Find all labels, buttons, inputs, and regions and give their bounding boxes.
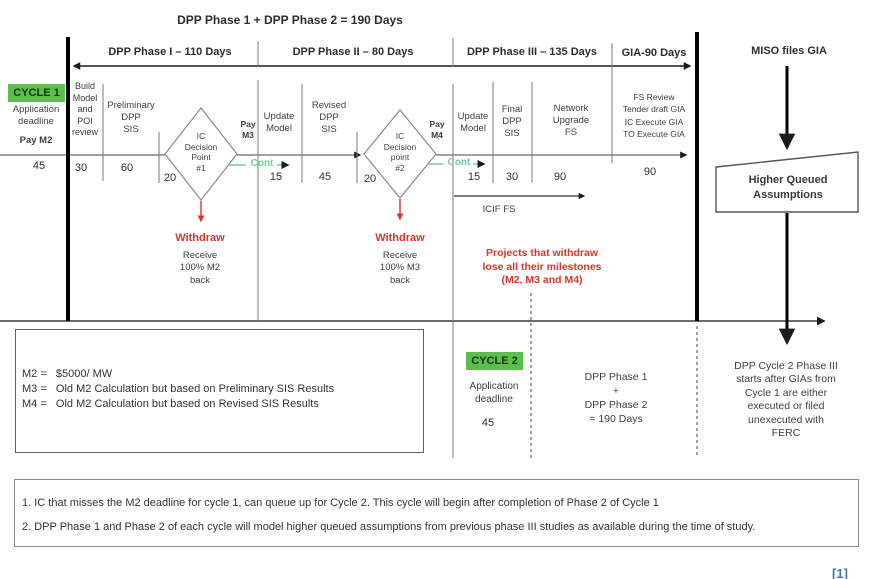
days-revised: 45: [318, 171, 332, 183]
days-dp1: 20: [163, 172, 177, 184]
withdraw-label-1: Withdraw: [175, 232, 225, 244]
pay-m4-label: Pay M4: [429, 119, 445, 140]
higher-queued-assumptions-label: Higher Queued Assumptions: [748, 174, 828, 202]
days-update2: 15: [269, 171, 283, 183]
days-update3: 15: [467, 171, 481, 183]
cycle1-pay-m2: Pay M2: [19, 135, 53, 146]
cycle1-days-45: 45: [32, 160, 46, 172]
cycle2-days-45: 45: [481, 417, 495, 429]
decision-diamond-1: [164, 107, 238, 201]
days-final: 30: [505, 171, 519, 183]
decision-point-2-label: IC Decision point #2: [383, 131, 417, 173]
cycle1-application-deadline: Application deadline: [12, 104, 60, 128]
footnote-1: 1. IC that misses the M2 deadline for cy…: [22, 497, 659, 509]
cycle2-duration-label: DPP Phase 1 + DPP Phase 2 = 190 Days: [584, 371, 648, 425]
stage-final-sis: Final DPP SIS: [501, 104, 523, 140]
gia-header: GIA-90 Days: [621, 47, 687, 59]
stage-update-model-3: Update Model: [457, 111, 489, 135]
days-prelim: 60: [120, 162, 134, 174]
diagram-title: DPP Phase 1 + DPP Phase 2 = 190 Days: [177, 13, 403, 27]
phase2-header: DPP Phase II – 80 Days: [292, 46, 414, 58]
milestone-m2: M2 = $5000/ MW: [22, 368, 113, 380]
withdraw-label-2: Withdraw: [375, 232, 425, 244]
miso-files-gia-label: MISO files GIA: [751, 45, 827, 57]
higher-queued-box: [715, 151, 859, 213]
withdraw-body-1: Receive 100% M2 back: [179, 250, 221, 286]
cycle2-phase3-note: DPP Cycle 2 Phase III starts after GIAs …: [734, 360, 838, 440]
days-network: 90: [553, 171, 567, 183]
milestone-m4: M4 = Old M2 Calculation but based on Rev…: [22, 398, 319, 410]
cycle2-badge: CYCLE 2: [466, 352, 523, 370]
cont-label-2: Cont: [447, 157, 471, 168]
cycle1-badge: CYCLE 1: [8, 84, 65, 102]
stage-preliminary-sis: Preliminary DPP SIS: [107, 100, 155, 136]
withdraw-milestones-note: Projects that withdraw lose all their mi…: [482, 247, 602, 287]
days-build: 30: [74, 162, 88, 174]
phase1-header: DPP Phase I – 110 Days: [108, 46, 232, 58]
milestone-m3: M3 = Old M2 Calculation but based on Pre…: [22, 383, 335, 395]
phase3-header: DPP Phase III – 135 Days: [466, 46, 598, 58]
footnotes-box: [14, 479, 859, 547]
stage-update-model-2: Update Model: [263, 111, 295, 135]
stage-revised-sis: Revised DPP SIS: [311, 100, 347, 136]
withdraw-body-2: Receive 100% M3 back: [379, 250, 421, 286]
decision-point-1-label: IC Decision Point #1: [184, 131, 218, 173]
days-gia: 90: [643, 166, 657, 178]
icif-fs-label: ICIF FS: [482, 204, 516, 215]
pay-m3-label: Pay M3: [240, 119, 256, 140]
cont-label-1: Cont: [250, 158, 274, 169]
cycle2-application-deadline: Application deadline: [469, 381, 519, 405]
stage-gia-steps: FS Review Tender draft GIA IC Execute GI…: [622, 92, 686, 139]
milestone-definitions-box: [15, 329, 424, 453]
stage-network-upgrade: Network Upgrade FS: [552, 103, 590, 139]
page-reference: [1]: [832, 566, 848, 579]
stage-build-model: Build Model and POI review: [71, 81, 98, 138]
days-dp2: 20: [363, 173, 377, 185]
footnote-2: 2. DPP Phase 1 and Phase 2 of each cycle…: [22, 521, 756, 533]
decision-diamond-2: [363, 109, 437, 199]
